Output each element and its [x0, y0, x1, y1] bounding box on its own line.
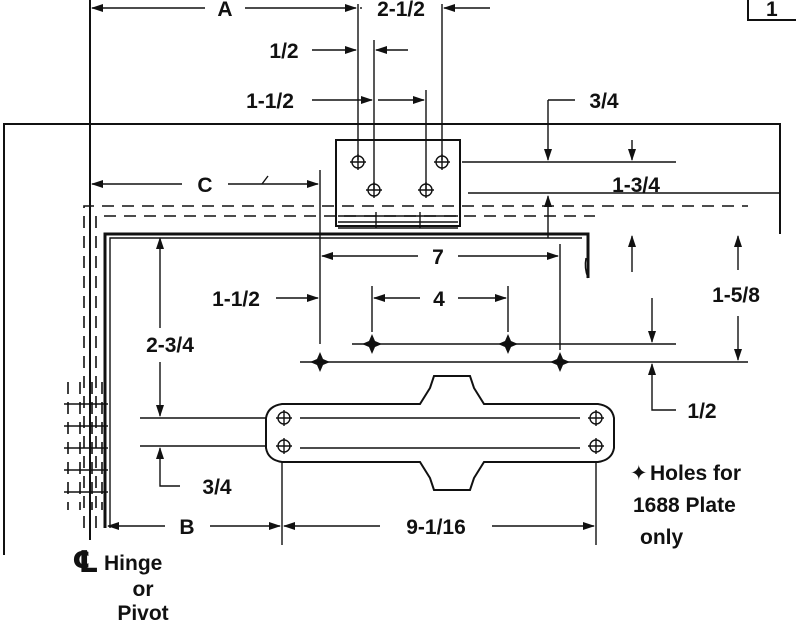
- dim-one-three-quarter-label: 1-3/4: [612, 174, 660, 197]
- plate-hole-markers: [300, 170, 748, 372]
- frame-header: [3, 0, 781, 555]
- dim-four-label: 4: [433, 288, 445, 311]
- dimension-arrows: [91, 3, 742, 530]
- plate-hole-3: [366, 182, 382, 198]
- dim-seven-label: 7: [432, 246, 444, 269]
- dim-a-label: A: [217, 0, 232, 21]
- dim-b-label: B: [179, 516, 194, 539]
- dim-c-label: C: [197, 174, 212, 197]
- corner-fragment-label: 1: [766, 0, 778, 21]
- hinge-note-line1: Hinge: [104, 552, 162, 575]
- holes-note-line1: Holes for: [650, 462, 741, 485]
- closer-hole-2: [276, 438, 292, 454]
- centerline-symbol: ℄: [72, 546, 99, 579]
- dim-one-half-left-label: 1-1/2: [212, 288, 260, 311]
- closer-hole-1: [276, 410, 292, 426]
- closer-hole-3: [588, 410, 604, 426]
- dim-two-half-label: 2-1/2: [377, 0, 425, 21]
- extension-lines: [140, 161, 676, 545]
- closer-hole-4: [588, 438, 604, 454]
- dim-half-top-label: 1/2: [269, 40, 298, 63]
- mounting-plate: [335, 4, 461, 229]
- plate-hole-1: [350, 154, 366, 170]
- holes-note: ✦ Holes for 1688 Plate only: [630, 462, 741, 549]
- dim-half-right-label: 1/2: [687, 400, 716, 423]
- holes-note-symbol: ✦: [630, 462, 648, 485]
- plate-hole-4: [418, 182, 434, 198]
- hinge-knuckles: [64, 382, 108, 510]
- dim-three-quarter-top-label: 3/4: [589, 90, 619, 113]
- holes-note-line3: only: [640, 526, 683, 549]
- corner-box-fragment: 1: [747, 0, 796, 21]
- holes-note-line2: 1688 Plate: [633, 494, 736, 517]
- dimension-labels: A 2-1/2 1/2 1-1/2 3/4 C 1-3/4 7 1-1/2 4 …: [146, 0, 760, 539]
- dim-one-five-eighth-label: 1-5/8: [712, 284, 760, 307]
- closer-body: [265, 375, 615, 491]
- dim-one-half-top-label: 1-1/2: [246, 90, 294, 113]
- hinge-note: ℄ Hinge or Pivot: [72, 546, 169, 625]
- plate-hole-2: [434, 154, 450, 170]
- dim-nine-sixteenth-label: 9-1/16: [406, 516, 466, 539]
- hinge-note-line2: or: [133, 578, 154, 601]
- dim-two-three-quarter-label: 2-3/4: [146, 334, 194, 357]
- dim-three-quarter-left-label: 3/4: [202, 476, 232, 499]
- hinge-note-line3: Pivot: [117, 602, 168, 625]
